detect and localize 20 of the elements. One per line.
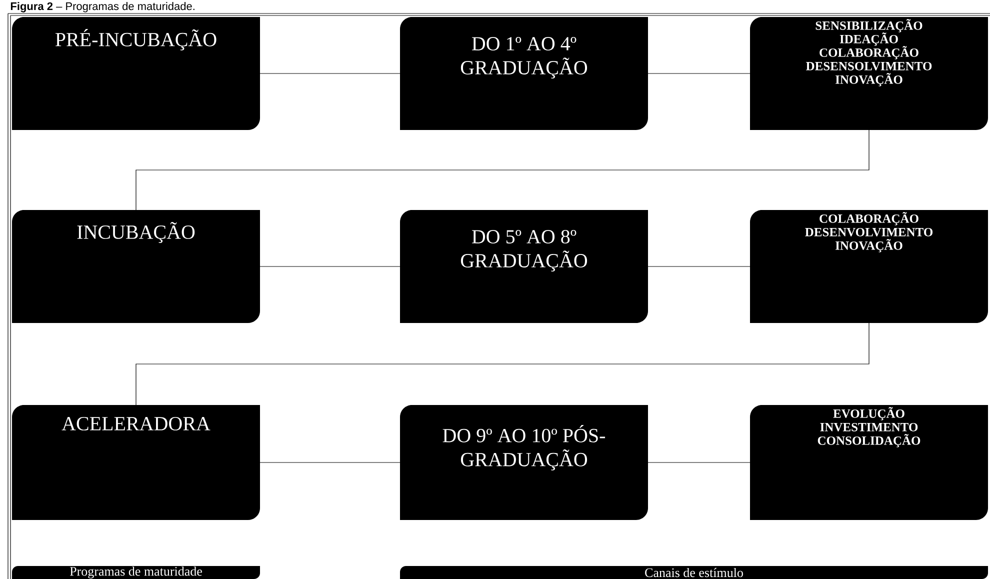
stage-box: DO 9º AO 10º PÓS-GRADUAÇÃO [400, 405, 648, 520]
label-bar: Canais de estímulo [400, 566, 988, 579]
connector-line [648, 462, 750, 463]
connector-line [136, 322, 870, 406]
stage-box: COLABORAÇÃO DESENVOLVIMENTO INOVAÇÃO [750, 210, 988, 323]
label-bar: Programas de maturidade [12, 566, 260, 579]
connector-line [648, 73, 750, 74]
connector-line [260, 73, 400, 74]
connector-line [136, 130, 870, 210]
stage-box: ACELERADORA [12, 405, 260, 520]
stage-box: INCUBAÇÃO [12, 210, 260, 323]
stage-box: EVOLUÇÃO INVESTIMENTO CONSOLIDAÇÃO [750, 405, 988, 520]
stage-box: SENSIBILIZAÇÃO IDEAÇÃO COLABORAÇÃO DESENSOLVIMENTO INOVAÇÃO [750, 17, 988, 130]
stage-box: PRÉ-INCUBAÇÃO [12, 17, 260, 130]
connector-line [260, 266, 400, 267]
figure-title: Figura 2 – Programas de maturidade. [10, 2, 194, 12]
stage-box: DO 5º AO 8º GRADUAÇÃO [400, 210, 648, 323]
stage-box: DO 1º AO 4º GRADUAÇÃO [400, 17, 648, 130]
connector-line [648, 266, 750, 267]
connector-line [260, 462, 400, 463]
